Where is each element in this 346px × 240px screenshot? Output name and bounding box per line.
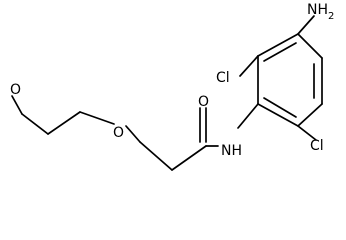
amide-nh-label: NH [221, 143, 242, 159]
side-chain-bond [79, 111, 115, 125]
side-chain-bond [125, 125, 141, 143]
ring-bond [257, 33, 299, 57]
side-chain-bond [47, 111, 81, 135]
bond-to-cl-top [239, 55, 259, 77]
amino-label: NH2 [307, 2, 334, 22]
side-chain-bond [11, 95, 23, 115]
side-chain-bond [21, 113, 49, 135]
ring-bond [297, 33, 323, 59]
bond-ring-to-nh [237, 103, 259, 129]
bond-to-cl-bottom [297, 125, 317, 141]
chemical-structure-diagram: NH2 Cl Cl NH O O O [10, 2, 334, 171]
chlorine-top-label: Cl [216, 70, 230, 86]
ring-bond [297, 103, 323, 127]
ether-oxygen-label: O [113, 125, 124, 141]
ring-double-bond [263, 42, 297, 62]
bond-to-nh2 [297, 15, 315, 35]
ring-double-bond [263, 97, 297, 118]
benzene-ring [257, 33, 323, 127]
carbonyl-oxygen-label: O [198, 94, 209, 110]
chlorine-bottom-label: Cl [310, 138, 324, 154]
ring-bond [257, 103, 299, 127]
side-chain-bond [171, 145, 207, 171]
side-chain-bond [139, 141, 173, 171]
methoxy-oxygen-label: O [10, 82, 21, 98]
